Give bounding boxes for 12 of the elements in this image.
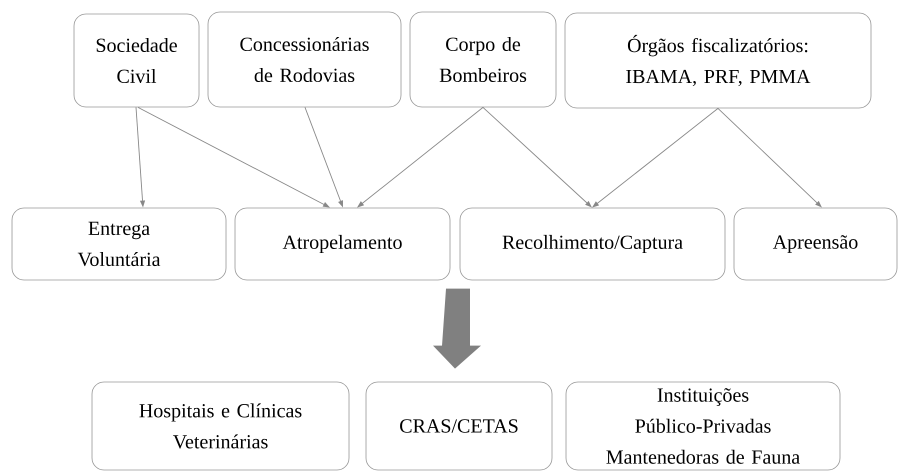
block-arrow bbox=[433, 288, 481, 369]
rounded-box: Hospitais e Clínicas Veterinárias bbox=[92, 382, 350, 470]
rounded-box: CRAS/CETAS bbox=[366, 382, 552, 470]
rounded-box: Atropelamento bbox=[234, 208, 450, 280]
rounded-box: Instituições Público-Privadas Mantenedoras de Fauna bbox=[566, 382, 840, 470]
rounded-box: Entrega Voluntária bbox=[12, 208, 226, 280]
rounded-box: Sociedade Civil bbox=[74, 14, 200, 108]
rounded-box: Recolhimento/Captura bbox=[460, 208, 726, 280]
rounded-box: Corpo de Bombeiros bbox=[410, 12, 556, 108]
rounded-box: Órgãos fiscalizatórios: IBAMA, PRF, PMMA bbox=[564, 12, 872, 108]
rounded-box: Apreensão bbox=[734, 208, 898, 280]
rounded-box: Concessionárias de Rodovias bbox=[208, 12, 402, 108]
